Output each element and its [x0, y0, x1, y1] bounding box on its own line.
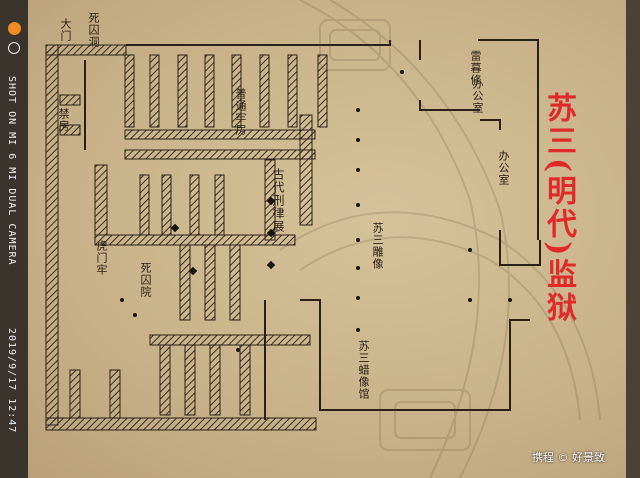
photo-edge-right [626, 0, 640, 478]
label-death-yard: 死囚院 [139, 262, 152, 298]
camera-watermark: SHOT ON MI 6 MI DUAL CAMERA [6, 76, 17, 266]
label-office-1: 办公室 [471, 78, 484, 114]
outer-wall-top [45, 44, 127, 56]
status-dot-white [8, 42, 20, 54]
cell-block-middle [124, 114, 316, 241]
cell-block-top [124, 54, 328, 128]
label-tiger-cell: 虎门牢 [95, 240, 108, 276]
marker-diamonds [170, 196, 276, 276]
source-credit: 携程 © 好景致 [532, 451, 605, 464]
cell-block-lower [59, 94, 311, 419]
label-wax-museum: 苏三蜡像馆 [357, 340, 370, 400]
label-death-cell-cave: 死囚洞 [87, 12, 100, 48]
status-dot-orange [8, 22, 21, 35]
label-big-gate: 大门 [59, 18, 72, 42]
outer-wall-left [45, 44, 59, 426]
label-common-cells: 普通牢房 [234, 88, 247, 136]
label-ancient-law: 古代刑律展 [271, 168, 285, 233]
marker-dots [120, 70, 512, 352]
page-title: 苏三(明代)监狱 [541, 92, 576, 325]
label-statue: 苏三雕像 [371, 222, 384, 270]
label-jin-fang: 禁房 [57, 108, 70, 132]
label-sister: 雷暮修 [469, 50, 482, 86]
label-office-2: 办公室 [497, 150, 510, 186]
photo-edge-left [0, 0, 28, 478]
outer-wall-bottom [45, 417, 317, 431]
photo-timestamp: 2019/9/17 12:47 [6, 328, 17, 434]
